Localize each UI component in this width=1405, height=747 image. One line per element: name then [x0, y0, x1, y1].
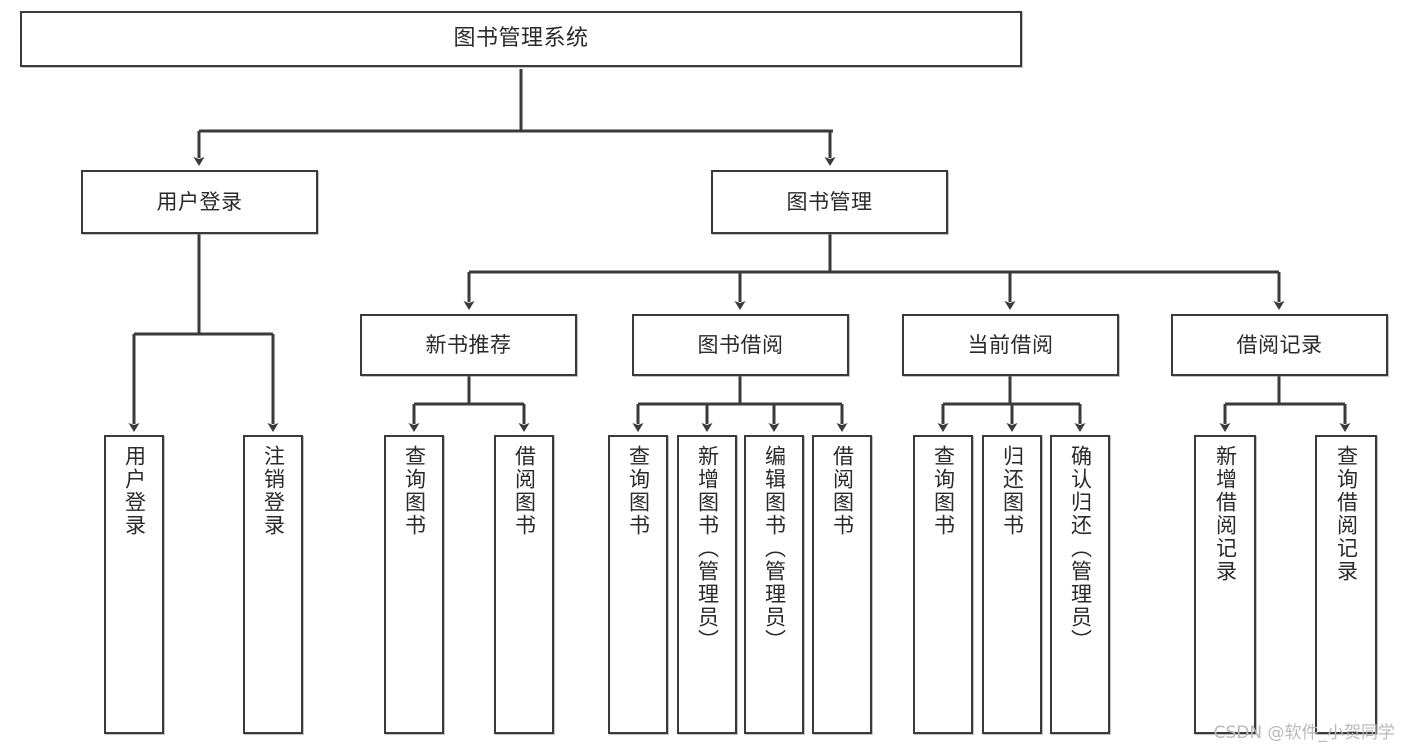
node-current-borrow-label: 当前借阅	[967, 332, 1054, 357]
node-leaf-confirm-return-label: 确认归还（管理员）	[1068, 445, 1093, 652]
node-leaf-query-book-2-label: 查询图书	[626, 445, 651, 537]
node-leaf-borrow-book-2[interactable]: 借阅图书	[812, 435, 872, 734]
node-leaf-query-book-2[interactable]: 查询图书	[608, 435, 668, 734]
node-leaf-logout-login-label: 注销登录	[261, 445, 286, 537]
node-leaf-add-book[interactable]: 新增图书（管理员）	[677, 435, 737, 734]
node-leaf-borrow-book-1[interactable]: 借阅图书	[494, 435, 554, 734]
node-leaf-edit-book-label: 编辑图书（管理员）	[762, 445, 787, 652]
node-new-book-recommend[interactable]: 新书推荐	[360, 314, 577, 376]
node-leaf-add-record-label: 新增借阅记录	[1213, 445, 1238, 583]
node-book-manage[interactable]: 图书管理	[711, 170, 948, 234]
node-leaf-user-login-label: 用户登录	[122, 445, 147, 537]
node-user-login[interactable]: 用户登录	[81, 170, 318, 234]
node-leaf-query-book-1-label: 查询图书	[402, 445, 427, 537]
node-book-borrow[interactable]: 图书借阅	[632, 314, 849, 376]
node-new-book-recommend-label: 新书推荐	[425, 332, 512, 357]
node-leaf-borrow-book-1-label: 借阅图书	[512, 445, 537, 537]
node-root-system-label: 图书管理系统	[453, 26, 589, 52]
node-leaf-return-book[interactable]: 归还图书	[982, 435, 1042, 734]
node-user-login-label: 用户登录	[156, 189, 243, 214]
node-leaf-query-book-3[interactable]: 查询图书	[913, 435, 973, 734]
node-leaf-user-login[interactable]: 用户登录	[104, 435, 164, 734]
csdn-watermark: CSDN @软件_小贺同学	[1213, 723, 1395, 743]
node-current-borrow[interactable]: 当前借阅	[902, 314, 1119, 376]
node-leaf-logout-login[interactable]: 注销登录	[243, 435, 303, 734]
node-leaf-confirm-return[interactable]: 确认归还（管理员）	[1050, 435, 1110, 734]
node-leaf-edit-book[interactable]: 编辑图书（管理员）	[744, 435, 804, 734]
node-leaf-add-book-label: 新增图书（管理员）	[695, 445, 720, 652]
node-leaf-return-book-label: 归还图书	[1000, 445, 1025, 537]
node-borrow-record-label: 借阅记录	[1236, 332, 1323, 357]
node-leaf-add-record[interactable]: 新增借阅记录	[1194, 435, 1256, 734]
node-leaf-query-record[interactable]: 查询借阅记录	[1315, 435, 1377, 734]
node-book-manage-label: 图书管理	[786, 189, 873, 214]
node-leaf-borrow-book-2-label: 借阅图书	[830, 445, 855, 537]
node-borrow-record[interactable]: 借阅记录	[1171, 314, 1388, 376]
node-book-borrow-label: 图书借阅	[697, 332, 784, 357]
node-root-system[interactable]: 图书管理系统	[20, 11, 1022, 67]
node-leaf-query-book-1[interactable]: 查询图书	[384, 435, 444, 734]
node-leaf-query-book-3-label: 查询图书	[931, 445, 956, 537]
node-leaf-query-record-label: 查询借阅记录	[1334, 445, 1359, 583]
